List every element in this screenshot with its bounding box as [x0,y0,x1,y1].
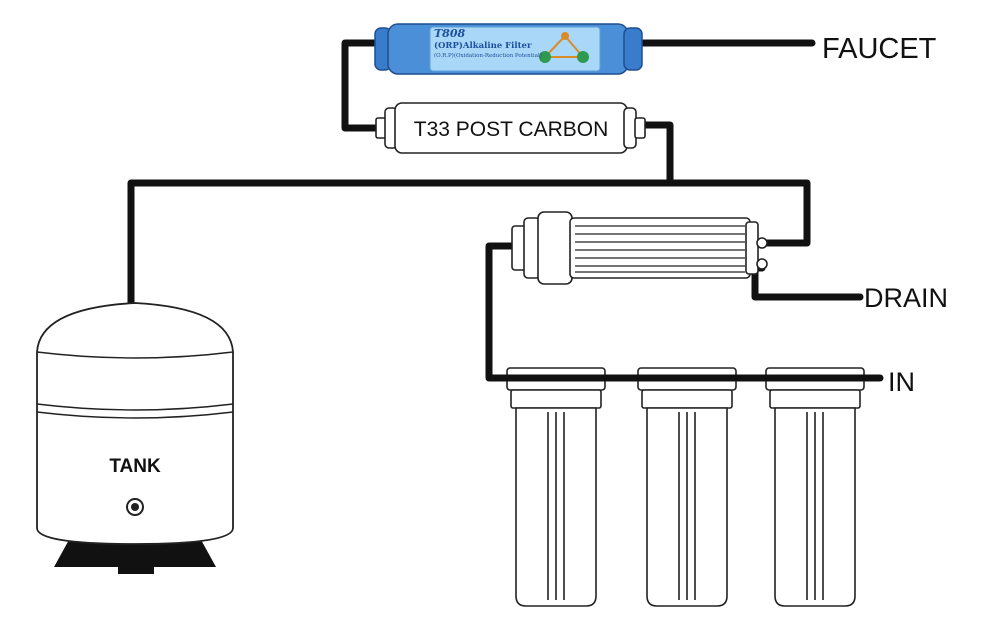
post-carbon-label: T33 POST CARBON [414,118,609,141]
tank-stand [54,538,216,567]
faucet-label: FAUCET [822,33,937,65]
tube-drain [751,264,864,301]
tank-band [36,411,234,419]
alkaline-filter-bead-icon [561,32,569,40]
prefilter-housing [765,367,865,607]
post-carbon-filter [375,102,646,154]
membrane-body [569,217,751,279]
alkaline-filter: T808 (ORP)Alkaline Filter (O.R.P)(Oxidat… [374,23,643,75]
housing-collar [769,389,861,409]
alkaline-filter-name: (ORP)Alkaline Filter [434,40,532,51]
alkaline-filter-right-cap [623,27,643,71]
ro-membrane [511,211,768,285]
alkaline-filter-bead-icon [539,51,551,63]
alkaline-filter-subtitle: (O.R.P)(Oxidation-Reduction Potential) [434,52,542,59]
tube-postcarbon-to-alkaline [341,39,382,132]
alkaline-filter-label [429,26,601,72]
membrane-end-cap [537,211,573,285]
prefilter-housing [506,367,606,607]
tank-valve-icon [131,503,139,511]
prefilter-housings [506,367,865,607]
tubing [127,39,884,382]
alkaline-filter-bead-icon [577,51,589,63]
tube-postcarbon-to-junction [636,121,674,187]
inlet-label: IN [888,367,915,397]
housing-collar [510,389,602,409]
tank-top-seam [36,351,234,359]
storage-tank [36,302,234,574]
post-carbon-right-cap [634,117,646,139]
drain-label: DRAIN [864,283,948,313]
housing-collar [641,389,733,409]
tank-label: TANK [109,456,161,477]
membrane-port-icon [756,237,768,249]
tank-band [36,403,234,411]
membrane-ribs [575,225,745,273]
prefilter-housing [637,367,737,607]
alkaline-filter-model: T808 [434,27,465,40]
membrane-port-icon [756,258,768,270]
tank-stand-foot [118,560,154,574]
membrane-right-cap [745,221,759,275]
tube-tank-to-membrane [127,179,811,309]
